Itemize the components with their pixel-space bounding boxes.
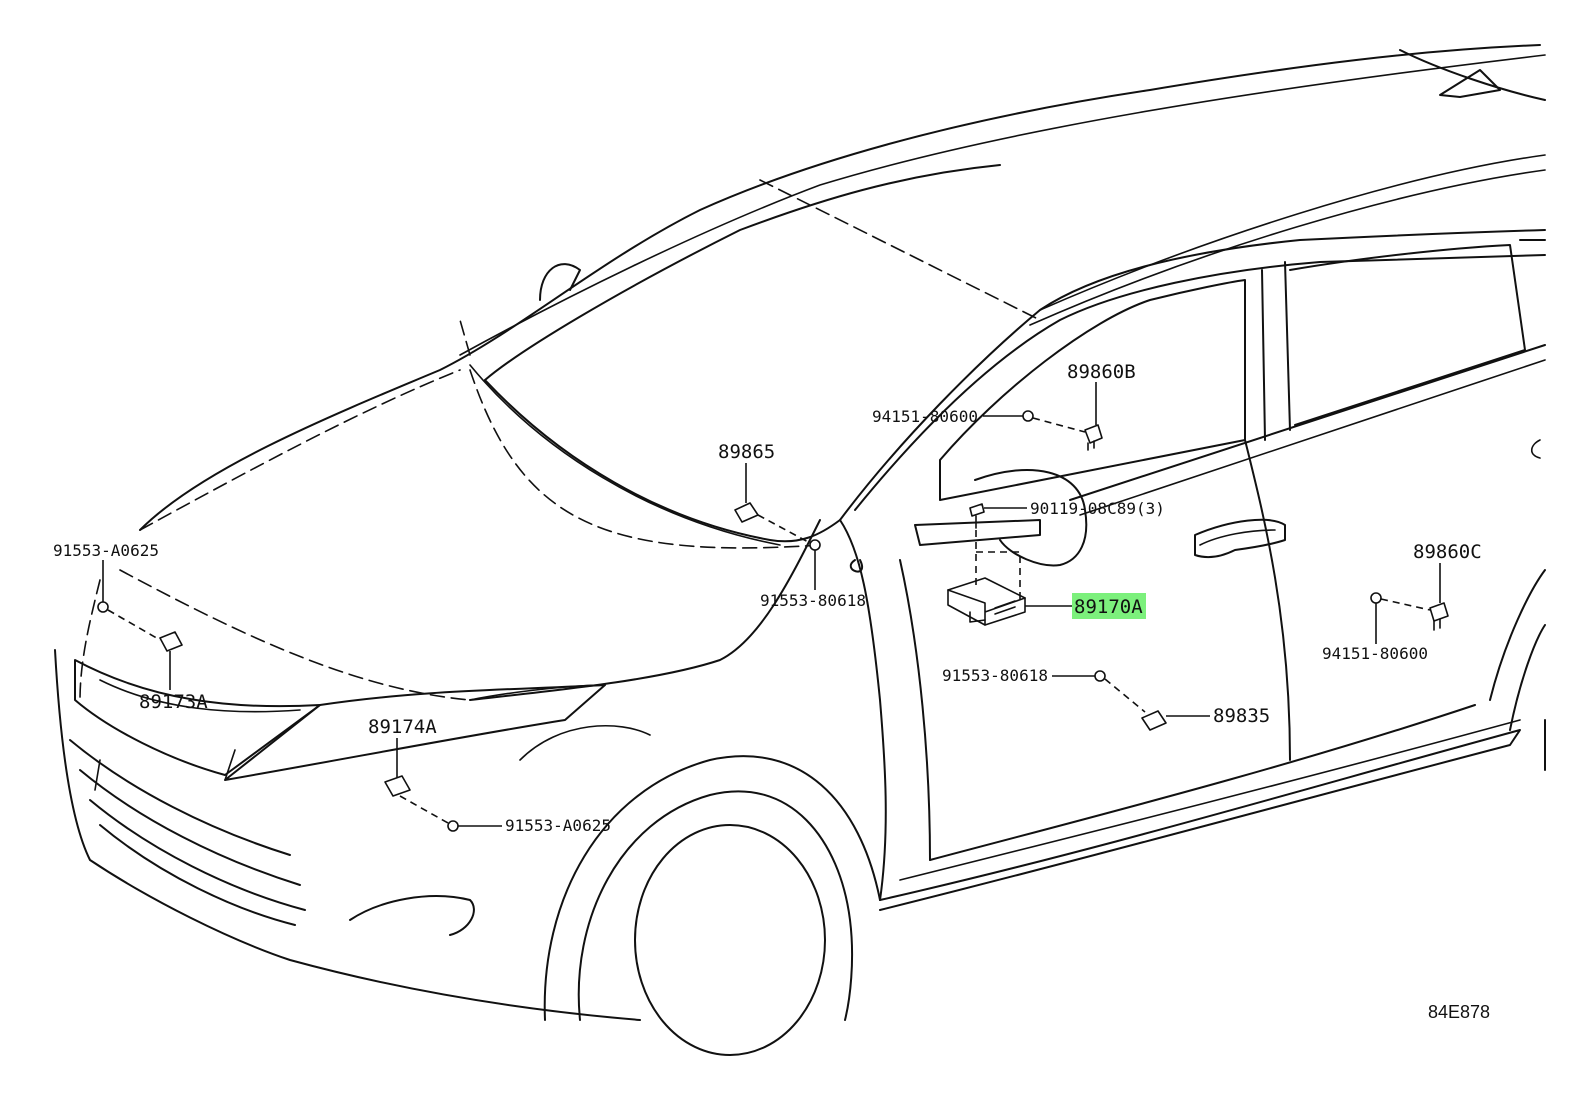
label-89865[interactable]: 89865 (718, 441, 775, 463)
bolt-91553-80618-mid-shape (1094, 670, 1106, 682)
part-shapes (97, 410, 1449, 832)
sensor-89860B-shape (1084, 424, 1103, 444)
label-89860B[interactable]: 89860B (1067, 361, 1136, 383)
label-91553-80618-top[interactable]: 91553-80618 (760, 591, 866, 610)
highlight-89170A (1072, 593, 1146, 619)
label-91553-A0625-bottom[interactable]: 91553-A0625 (505, 816, 611, 835)
car-outline (54, 44, 1546, 1056)
leader-lines (102, 382, 1441, 827)
reference-code: 84E878 (1428, 1002, 1490, 1022)
label-89835[interactable]: 89835 (1213, 705, 1270, 727)
sensor-89860C-shape (1429, 602, 1449, 622)
label-89860C[interactable]: 89860C (1413, 541, 1482, 563)
label-89174A[interactable]: 89174A (368, 716, 437, 738)
bolt-91553-80618-top-shape (809, 539, 821, 551)
part-labels: 89860B 94151-80600 89865 90119-08C89(3) … (53, 361, 1482, 835)
bolt-91553-A0625-bottom-shape (447, 820, 459, 832)
label-90119-08C89[interactable]: 90119-08C89(3) (1030, 499, 1165, 518)
label-89173A[interactable]: 89173A (139, 691, 208, 713)
sensor-89835-shape (1141, 710, 1167, 731)
label-94151-80600-top[interactable]: 94151-80600 (872, 407, 978, 426)
label-91553-80618-mid[interactable]: 91553-80618 (942, 666, 1048, 685)
label-89170A[interactable]: 89170A (1074, 596, 1143, 618)
airbag-ecu-89170A-shape (947, 577, 1026, 626)
nut-94151-top-shape (1022, 410, 1034, 422)
bolt-90119-shape (969, 503, 985, 517)
sensor-89174A-shape (384, 775, 411, 797)
nut-94151-right-shape (1370, 592, 1382, 604)
label-91553-A0625-left[interactable]: 91553-A0625 (53, 541, 159, 560)
bolt-91553-A0625-left-shape (97, 601, 109, 613)
sensor-89865-shape (734, 502, 759, 523)
sensor-89173A-shape (159, 631, 183, 652)
label-94151-80600-right[interactable]: 94151-80600 (1322, 644, 1428, 663)
